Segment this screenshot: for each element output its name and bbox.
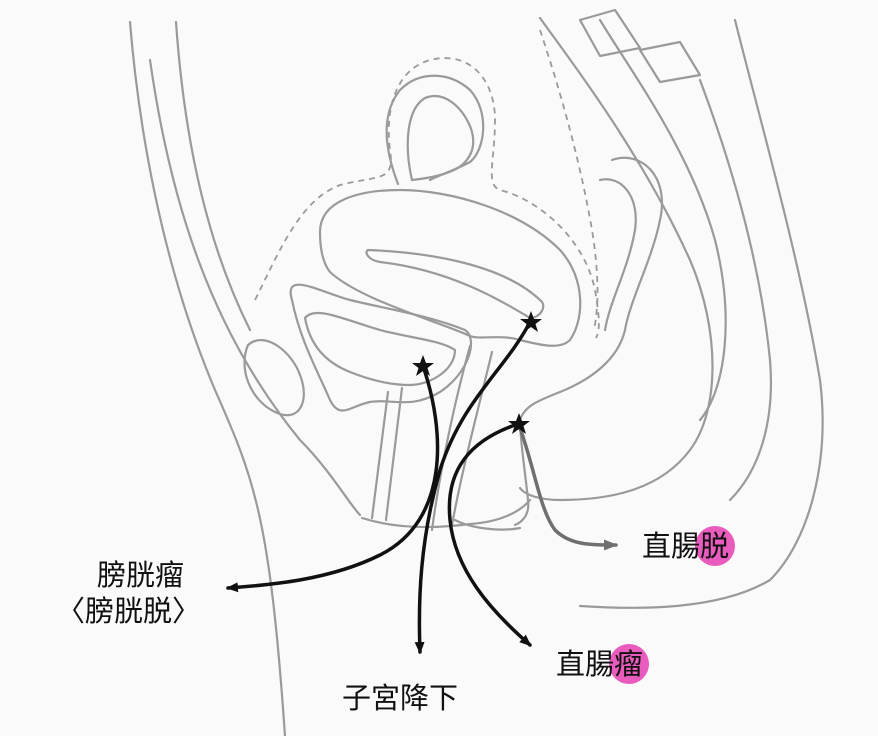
arrow-bladder [226,364,440,593]
vaginal-wall-front [430,344,472,532]
vaginal-wall-back [450,350,494,527]
pubic-bone [243,339,305,417]
peritoneum-dashed [254,29,600,339]
label-rectal-prolapse: 直腸脱 [642,526,735,566]
rectal-bulge [513,418,530,527]
arrow-rectal-prolapse [518,426,618,551]
label-bladder-line2: 〈膀胱脱〉 [56,594,202,628]
uterus-cavity [365,248,545,320]
arrow-uterus [414,320,532,654]
coccyx [578,18,824,609]
body-outline-left [128,20,287,736]
perineum-bottom [360,498,532,529]
label-rectal-prolapse-highlight: 脱 [694,526,735,566]
label-uterus: 子宮降下 [342,681,459,715]
label-bladder-line1: 膀胱瘤 [97,558,185,592]
bladder-inner [303,311,457,387]
spine-inner [698,78,773,502]
star-marker-icon [412,355,434,376]
pelvis-anatomy-outline [128,8,824,736]
label-bladder: 膀胱瘤 〈膀胱脱〉 [56,557,201,629]
rectum-inner [598,18,727,422]
pelvic-floor [453,518,522,531]
rectum-outer [518,16,714,502]
sacrum-2 [638,40,702,84]
star-marker-icon [508,413,530,434]
ovary [406,95,475,182]
uterus-body [318,188,582,347]
urethra [370,390,390,520]
sigmoid-inner [598,178,637,332]
arrow-rectocele [447,422,532,647]
star-markers [412,311,542,434]
sacrum [578,8,642,58]
sigmoid [518,156,663,422]
label-rectocele: 直腸瘤 [556,644,649,684]
label-rectal-prolapse-prefix: 直腸 [642,529,701,563]
bladder-outline [289,283,473,412]
abdominal-wall [148,58,362,517]
label-rectocele-highlight: 瘤 [608,644,649,684]
urethra-2 [384,386,404,522]
star-marker-icon [520,311,542,332]
fallopian-tube [385,74,485,186]
label-rectocele-prefix: 直腸 [556,647,615,681]
prolapse-arrows [226,320,618,654]
body-outline-left-inner [174,20,252,332]
